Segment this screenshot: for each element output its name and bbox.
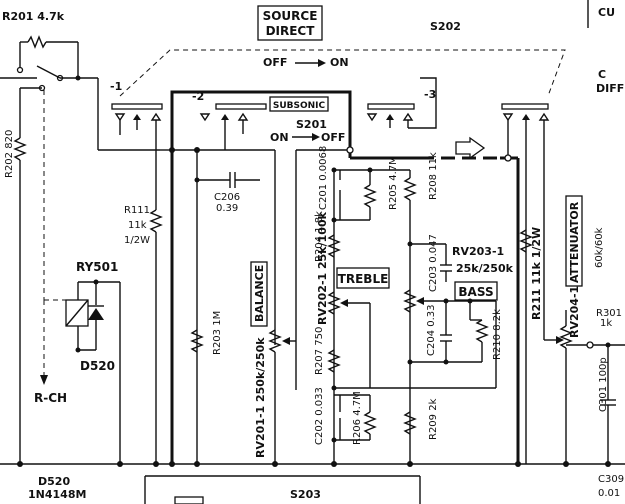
source-direct-label-2: DIRECT [266, 24, 316, 38]
d520-part-label: 1N4148M [28, 488, 86, 501]
ry501-label: RY501 [76, 260, 118, 274]
c206-value: 0.39 [216, 203, 238, 214]
r211-resistor [519, 229, 533, 253]
bold-signal-path [170, 90, 520, 464]
r-ch-arrow [40, 375, 48, 385]
rv201-potentiometer [268, 329, 296, 464]
r206-label: R206 4.7M [352, 391, 363, 445]
switch-1-label: -1 [110, 80, 122, 93]
r210-label: R210 8.2k [492, 309, 503, 360]
r301-label: R301 [596, 308, 622, 319]
subsonic-label: SUBSONIC [273, 101, 326, 111]
rv204-value: 60k/60k [594, 227, 605, 268]
switch-section-3 [366, 77, 437, 129]
s203-label: S203 [290, 488, 321, 501]
r111-value: 11k [128, 220, 147, 231]
bass-top-network [407, 241, 452, 282]
r201-resistor [19, 35, 79, 78]
r204-label: R204 1.8k [314, 211, 325, 262]
edge-diffe-label: DIFFE [596, 82, 625, 95]
r111-power: 1/2W [124, 235, 150, 246]
rv203-label: RV203-1 [452, 245, 504, 258]
c301-capacitor [600, 345, 616, 464]
r211-label: R211 11k 1/2W [530, 227, 543, 320]
r-ch-label: R-CH [34, 391, 67, 405]
d520-label: D520 [80, 359, 115, 373]
c301-label: C301 100p [598, 357, 609, 412]
bass-box [454, 281, 498, 301]
rv201-label: RV201-1 250k/250k [254, 337, 267, 458]
attenuator-switch [501, 103, 550, 464]
r202-label: R202 820 [4, 130, 15, 178]
rv204-potentiometer [544, 310, 625, 464]
source-direct-box [257, 5, 323, 41]
s202-dashed-linkage [119, 49, 566, 97]
subsonic-box [269, 96, 329, 112]
r301-value: 1k [600, 318, 612, 329]
signal-arrow [455, 136, 486, 160]
balance-label: BALANCE [253, 265, 266, 322]
attenuator-box [565, 195, 583, 287]
s201-off-label: OFF [321, 131, 345, 144]
switch-section-2 [199, 103, 267, 150]
c203-label: C203 0.047 [428, 234, 439, 292]
r209-resistor [403, 411, 417, 435]
s201-on-label: ON [270, 131, 289, 144]
c206-capacitor [194, 150, 260, 464]
d520-bottom-label: D520 [38, 475, 70, 488]
off-label: OFF [263, 56, 287, 69]
s203-switch [144, 475, 421, 504]
c201-label: C201 0.0068 [318, 146, 329, 210]
treble-bottom-network [331, 394, 377, 443]
c206-label: C206 [214, 192, 240, 203]
off-on-arrow [295, 59, 326, 67]
input-switch [0, 65, 98, 110]
rv203-value: 25k/250k [456, 262, 514, 275]
attenuator-label: ATTENUATOR [568, 201, 581, 283]
c204-label: C204 0.33 [426, 304, 437, 356]
c309-value: 0.01 [598, 488, 620, 499]
s201-label: S201 [296, 118, 327, 131]
on-label: ON [330, 56, 349, 69]
r208-label: R208 11k [428, 152, 439, 200]
rv203-potentiometer [403, 289, 497, 388]
bass-bottom-network [407, 301, 489, 365]
balance-box [250, 261, 268, 327]
edge-cu-label: CU [598, 6, 615, 19]
r203-resistor [190, 329, 204, 353]
r202-resistor [13, 110, 27, 464]
r205-label: R205 4.7M [388, 156, 399, 210]
main-wires [160, 146, 512, 390]
ground-bus [0, 461, 625, 467]
treble-label: TREBLE [338, 272, 389, 286]
s202-label: S202 [430, 20, 461, 33]
rv202-label: RV202-1 25k/100k [316, 211, 329, 325]
ry501-relay [43, 90, 121, 464]
r204-resistor [327, 234, 341, 258]
switch-section-1 [97, 78, 163, 151]
rv204-label: RV204-1 [568, 286, 581, 338]
c202-label: C202 0.033 [314, 387, 325, 445]
edge-c-label: C [598, 68, 606, 81]
rv202-potentiometer [327, 291, 496, 389]
r111-resistor [149, 135, 163, 464]
switch-3-label: -3 [424, 88, 436, 101]
s201-arrow [292, 133, 320, 141]
treble-box [336, 267, 390, 289]
r207-label: R207 750 [314, 327, 325, 375]
c309-label: C309 [598, 474, 624, 485]
r207-resistor [327, 349, 370, 391]
r111-label: R111 [124, 205, 150, 216]
r203-label: R203 1M [212, 311, 223, 355]
source-direct-label: SOURCE [263, 9, 318, 23]
r209-label: R209 2k [428, 398, 439, 440]
r201-label: R201 4.7k [2, 10, 65, 23]
bass-label: BASS [458, 285, 493, 299]
